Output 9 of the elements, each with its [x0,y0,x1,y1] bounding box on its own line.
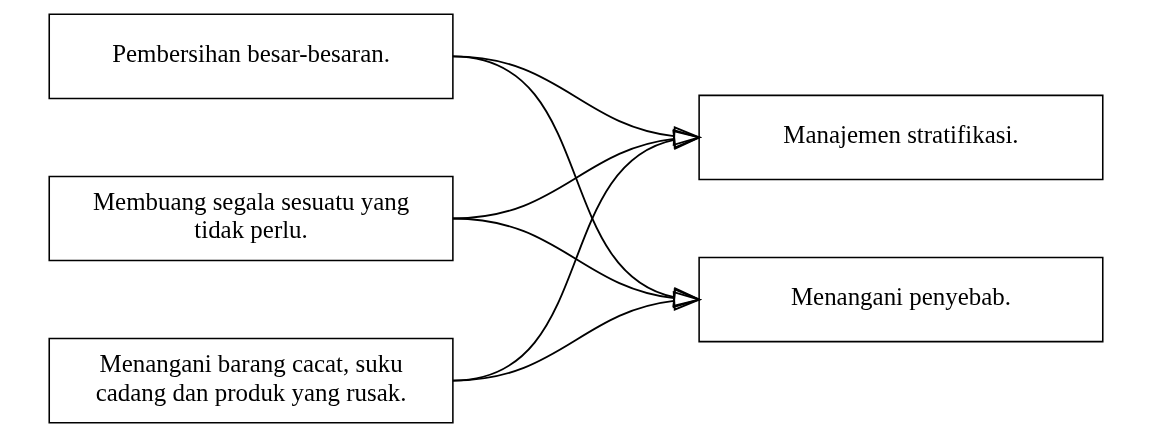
arrow [451,217,702,309]
arrow [451,129,702,382]
arrow [451,55,702,308]
node-box: Menangani barang cacat, suku cadang dan produk yang rusak. [48,337,454,424]
arrow [451,290,702,382]
node-box: Pembersihan besar-besaran. [48,13,454,100]
node-box: Manajemen stratifikasi. [698,94,1104,181]
node-box: Menangani penyebab. [698,256,1104,343]
node-box: Membuang segala sesuatu yang tidak perlu. [48,175,454,262]
